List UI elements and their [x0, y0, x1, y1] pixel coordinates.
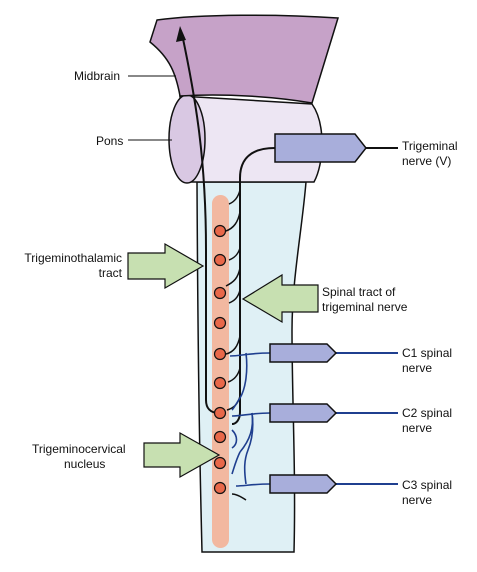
c1-label-line2: nerve: [402, 361, 432, 375]
c3-label-line2: nerve: [402, 493, 432, 507]
spinal-tract-label-line1: Spinal tract of: [322, 285, 396, 299]
pons-label: Pons: [96, 134, 123, 148]
trigeminal-label-line2: nerve (V): [402, 154, 451, 168]
trigeminocervical-label-line1: Trigeminocervical: [32, 442, 126, 456]
nucleus-dot: [213, 376, 227, 390]
c1-label-line1: C1 spinal: [402, 346, 452, 360]
c2-label-line2: nerve: [402, 421, 432, 435]
trigeminal-label-line1: Trigeminal: [402, 139, 458, 153]
c3-label-line1: C3 spinal: [402, 478, 452, 492]
nucleus-dots: [213, 224, 227, 495]
midbrain: [149, 14, 339, 104]
spinal-tract-label-line2: trigeminal nerve: [322, 300, 408, 314]
nucleus-dot: [213, 286, 227, 300]
nucleus-dot: [213, 406, 227, 420]
spinal-tract-branches: [225, 189, 247, 501]
nucleus-dot: [213, 347, 227, 361]
nucleus-dot: [213, 253, 227, 267]
nucleus-dot: [213, 430, 227, 444]
midbrain-label: Midbrain: [74, 69, 120, 83]
c3-spinal-nerve: [269, 474, 398, 494]
nucleus-dot: [213, 481, 227, 495]
trigeminothalamic-label-line1: Trigeminothalamic: [24, 251, 122, 265]
spinal-nerve-fibers: [229, 352, 271, 487]
nucleus-dot: [213, 316, 227, 330]
c2-spinal-nerve: [269, 403, 398, 423]
trigeminothalamic-block-arrow-icon: [127, 242, 205, 290]
c1-spinal-nerve: [269, 343, 398, 363]
trigeminothalamic-label-line2: tract: [99, 266, 123, 280]
trigeminocervical-block-arrow-icon: [143, 431, 221, 479]
trigeminal-nerve-body: [274, 133, 367, 163]
c2-label-line1: C2 spinal: [402, 406, 452, 420]
spinal-tract-block-arrow-icon: [241, 273, 319, 324]
trigeminocervical-nucleus-column: [212, 195, 229, 548]
nucleus-dot: [213, 224, 227, 238]
trigeminothalamic-tract: [181, 33, 220, 414]
trigeminocervical-label-line2: nucleus: [64, 457, 105, 471]
tract-arrowhead-icon: [176, 26, 186, 42]
nucleus-dot: [213, 456, 227, 470]
spinal-tract-of-trigeminal: [231, 147, 276, 425]
